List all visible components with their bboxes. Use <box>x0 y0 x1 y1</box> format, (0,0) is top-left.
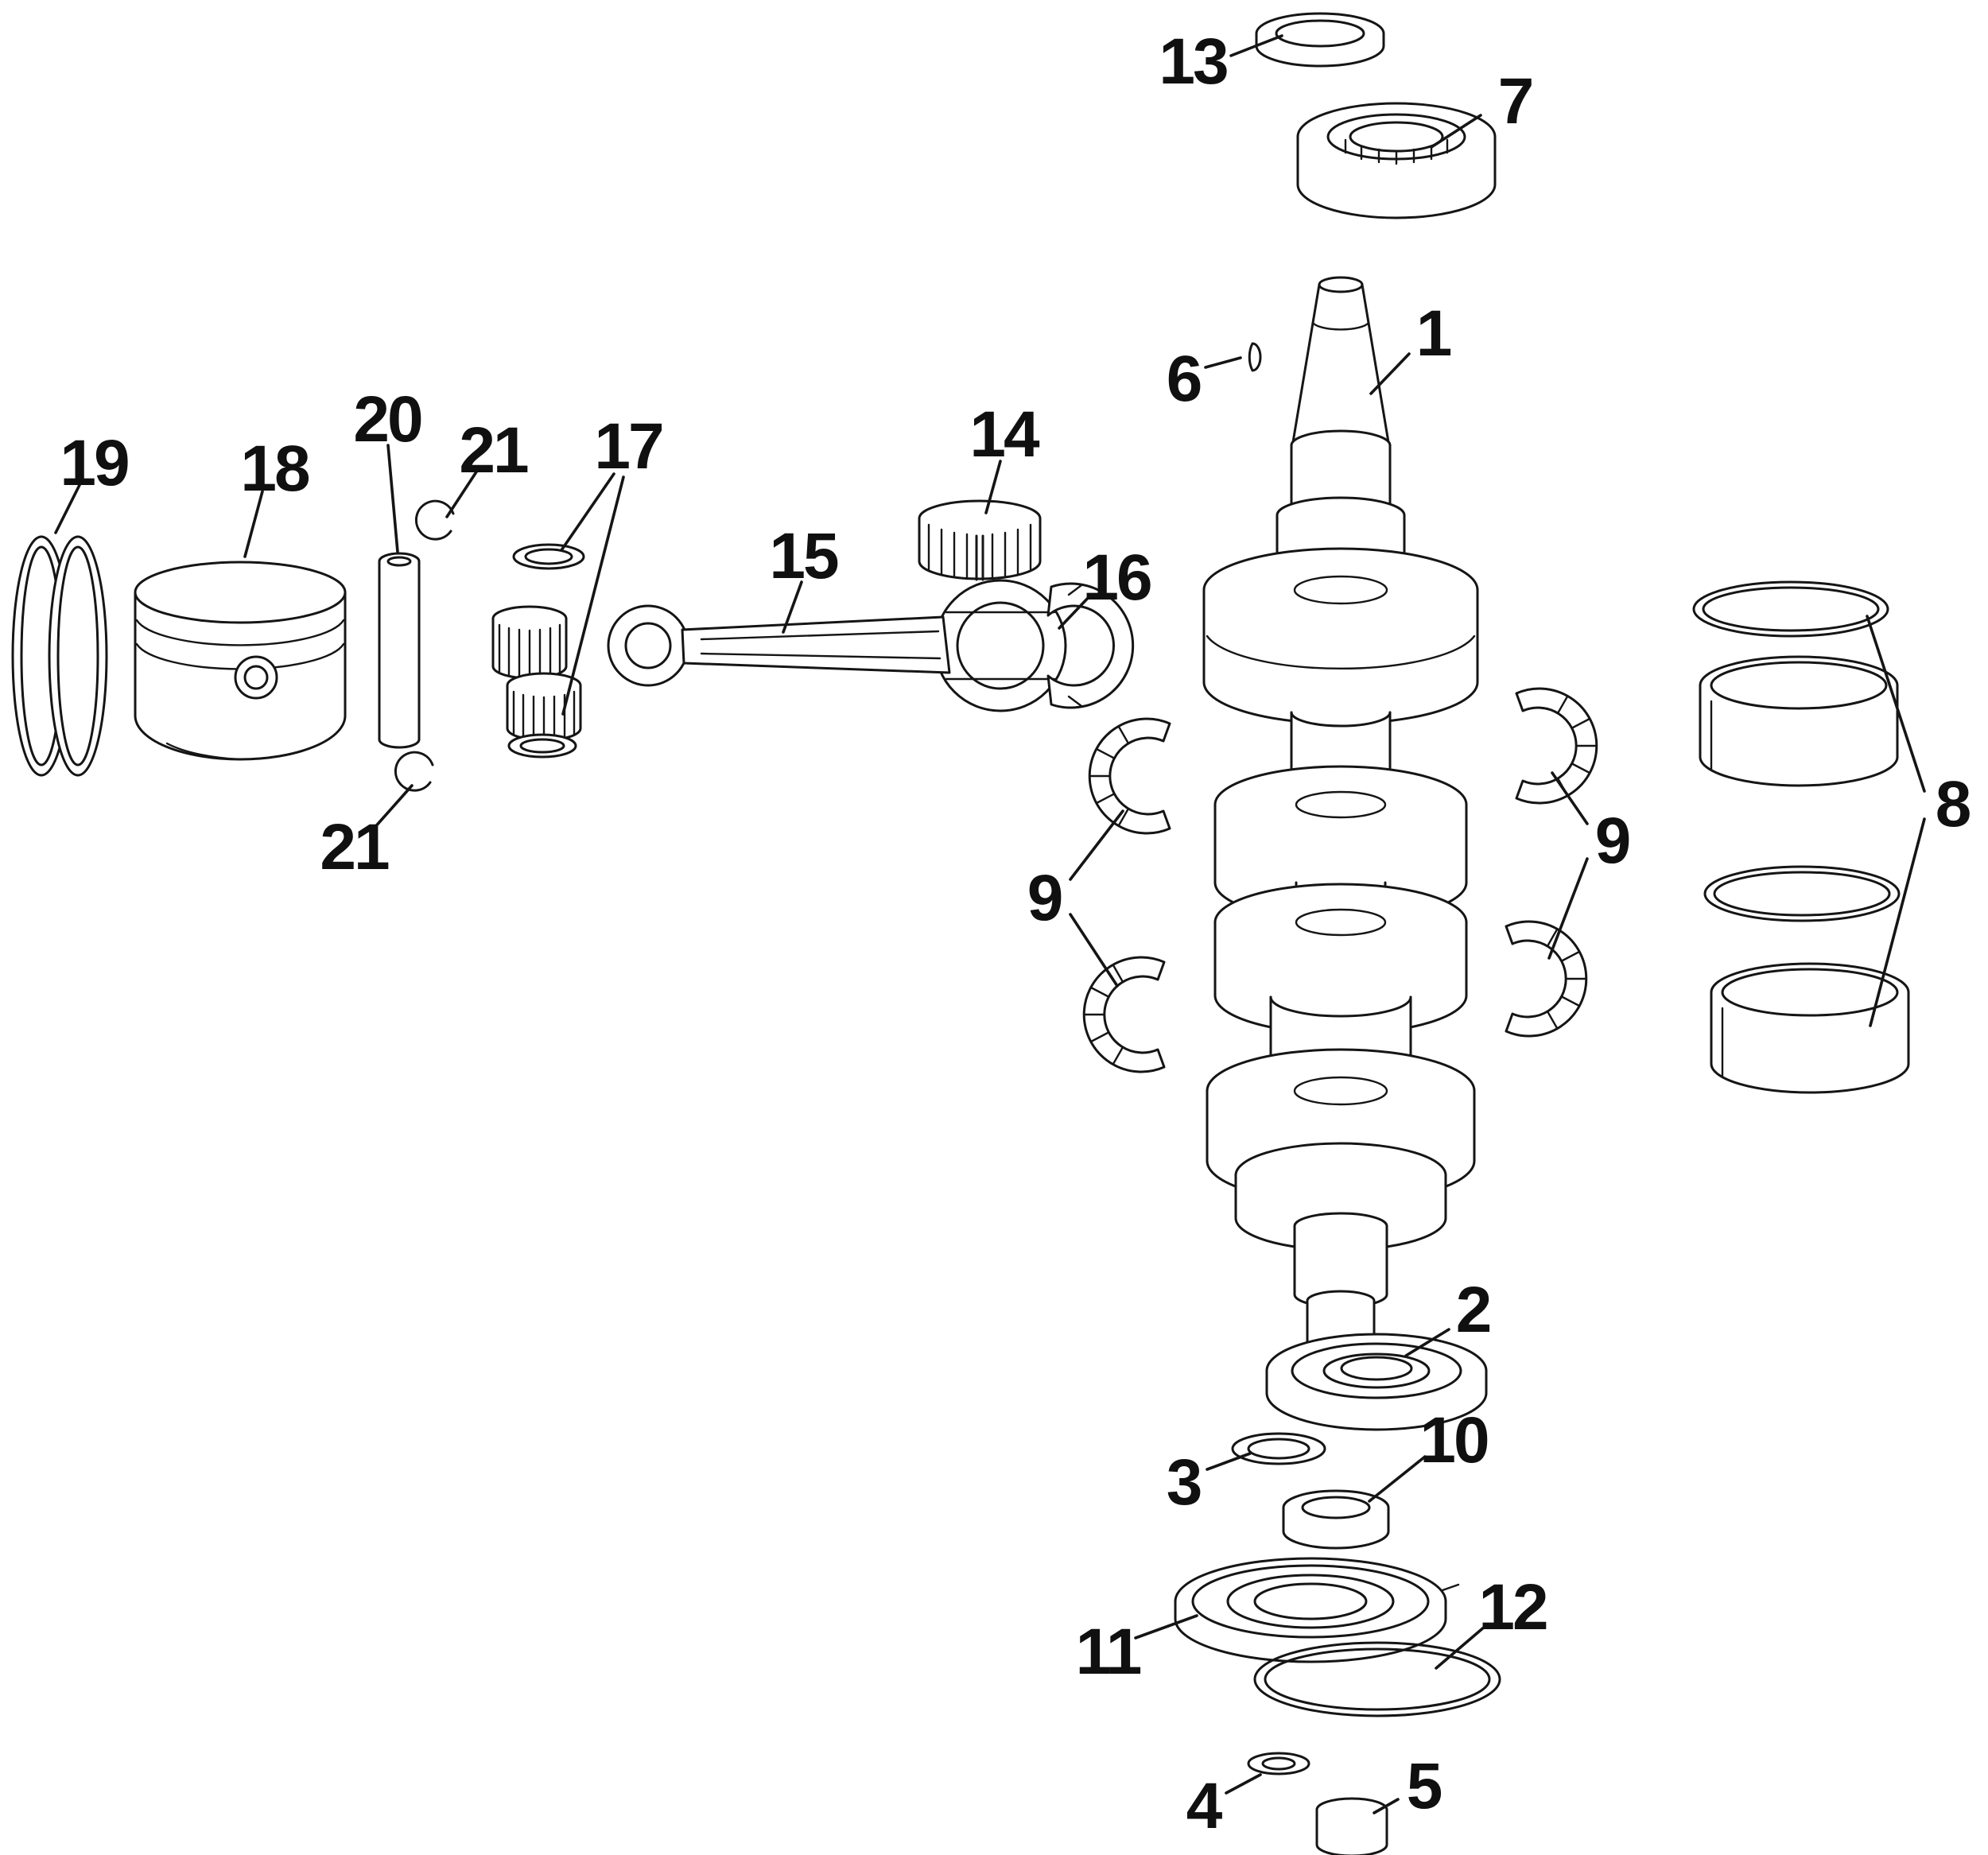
split-main-bearing-right-upper <box>1515 687 1598 805</box>
needle-bearing-stack <box>491 543 585 759</box>
split-main-bearing-left-lower <box>1082 956 1166 1073</box>
piston <box>134 561 347 761</box>
callout-16: 16 <box>1082 541 1152 614</box>
callout-7: 7 <box>1497 65 1535 138</box>
seal-ring <box>1255 12 1385 68</box>
callout-19: 19 <box>60 427 130 499</box>
callout-20: 20 <box>353 383 423 456</box>
callout-5: 5 <box>1406 1750 1443 1822</box>
retaining-ring-top <box>414 499 455 541</box>
callout-21-top: 21 <box>459 414 529 487</box>
callout-15: 15 <box>769 520 839 592</box>
callout-3: 3 <box>1166 1446 1203 1519</box>
bushing <box>1315 1797 1388 1855</box>
bearing-liner-set <box>1692 580 1910 1094</box>
crankshaft-key <box>1248 342 1262 372</box>
retaining-ring-bottom <box>394 751 434 792</box>
seal-cup <box>1282 1489 1390 1550</box>
piston-rings <box>11 535 108 777</box>
callout-4: 4 <box>1186 1770 1223 1842</box>
callout-6: 6 <box>1166 343 1203 415</box>
callout-17: 17 <box>594 410 664 483</box>
connecting-rod <box>607 579 1067 712</box>
callout-10: 10 <box>1419 1404 1489 1477</box>
callout-11: 11 <box>1075 1616 1143 1688</box>
callout-8: 8 <box>1935 768 1972 840</box>
lower-main-bearing <box>1265 1333 1488 1431</box>
rod-bearing-cage <box>918 499 1042 581</box>
callout-14: 14 <box>969 398 1039 471</box>
callout-21-bottom: 21 <box>320 811 390 883</box>
thrust-washer <box>1231 1432 1326 1465</box>
callout-9-right: 9 <box>1594 805 1632 877</box>
o-ring <box>1253 1641 1501 1717</box>
callout-13: 13 <box>1159 25 1229 98</box>
oil-seal-carrier <box>1174 1557 1460 1663</box>
split-main-bearing-left-upper <box>1088 717 1171 835</box>
callout-9-left: 9 <box>1027 862 1064 934</box>
callout-12: 12 <box>1478 1571 1548 1643</box>
small-washer <box>1247 1752 1310 1775</box>
crankshaft <box>1202 276 1479 1355</box>
upper-main-bearing <box>1296 102 1497 219</box>
rod-cap <box>1046 582 1135 709</box>
callout-18: 18 <box>240 433 310 505</box>
callout-2: 2 <box>1455 1274 1493 1346</box>
leader-lines <box>54 34 1926 1814</box>
wrist-pin <box>378 552 421 749</box>
callout-1: 1 <box>1415 297 1453 370</box>
split-main-bearing-right-lower <box>1505 920 1588 1038</box>
